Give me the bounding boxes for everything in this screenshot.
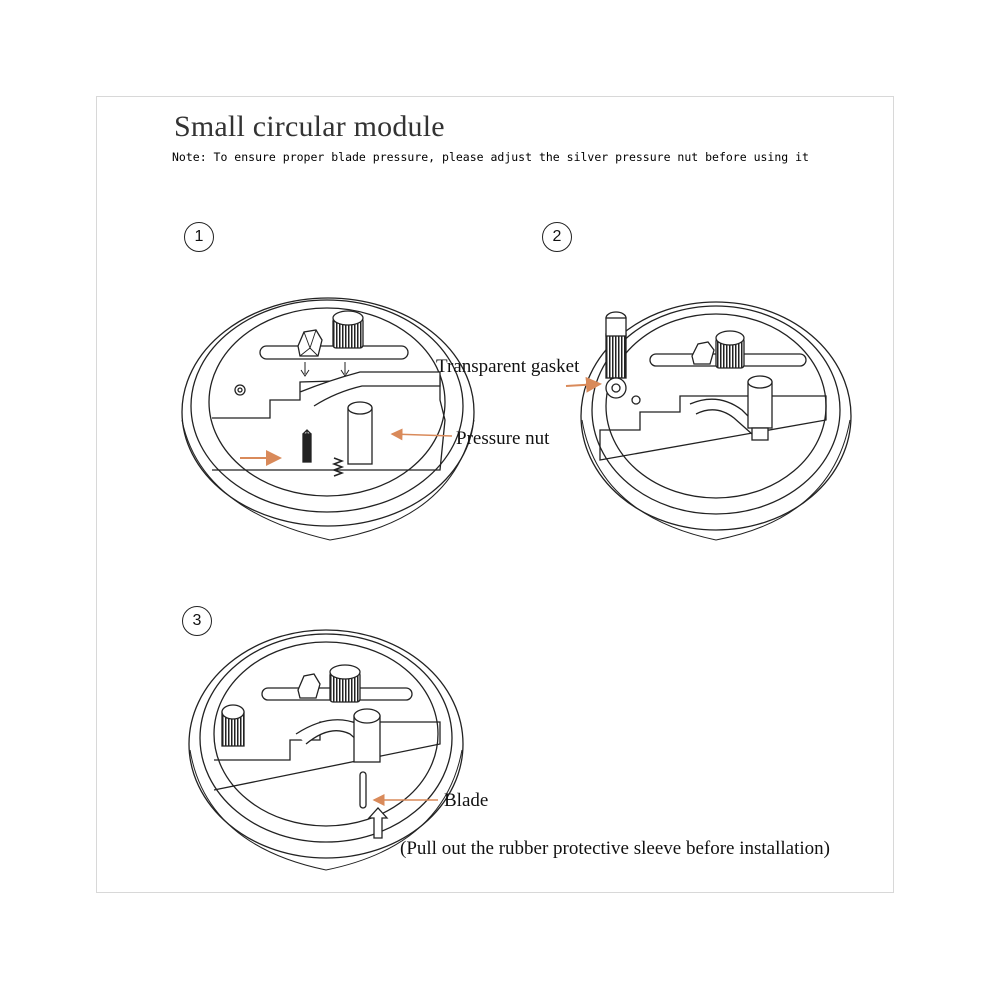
diagram-title: Small circular module [174,110,445,143]
step-3-pressure-nut [353,708,381,763]
step-1-arrow-nut [390,428,453,441]
step-2-crystal-icon [691,341,715,365]
step-3-number: 3 [182,606,212,636]
step-2-pressure-nut [747,375,773,441]
step-2-cutter [580,301,852,541]
step-3-knurled-knob [329,664,361,703]
label-transparent-gasket: Transparent gasket [436,356,580,377]
step-2-arrow-gasket [565,376,602,393]
step-3-up-arrow-icon [367,807,389,839]
step-3-blade [359,771,367,809]
label-blade: Blade [444,790,489,811]
step-1-number: 1 [184,222,214,252]
step-2-knurled-knob [715,330,745,369]
step-3-crystal-icon [297,673,321,699]
step-3-knurled-screw [221,704,245,747]
usage-note: Note: To ensure proper blade pressure, p… [172,150,809,164]
label-protective-sleeve: (Pull out the rubber protective sleeve b… [400,838,830,859]
figure-frame [96,96,894,893]
step-1-cutter [181,297,475,541]
step-1-crystal-icon [297,329,323,357]
step-1-knurled-knob [332,310,364,349]
step-1-pressure-nut [347,401,373,465]
step-2-gasket-icon [605,377,627,399]
step-2-number: 2 [542,222,572,252]
step-1-post [302,433,312,463]
step-3-cutter [188,629,464,871]
label-pressure-nut: Pressure nut [456,428,550,449]
